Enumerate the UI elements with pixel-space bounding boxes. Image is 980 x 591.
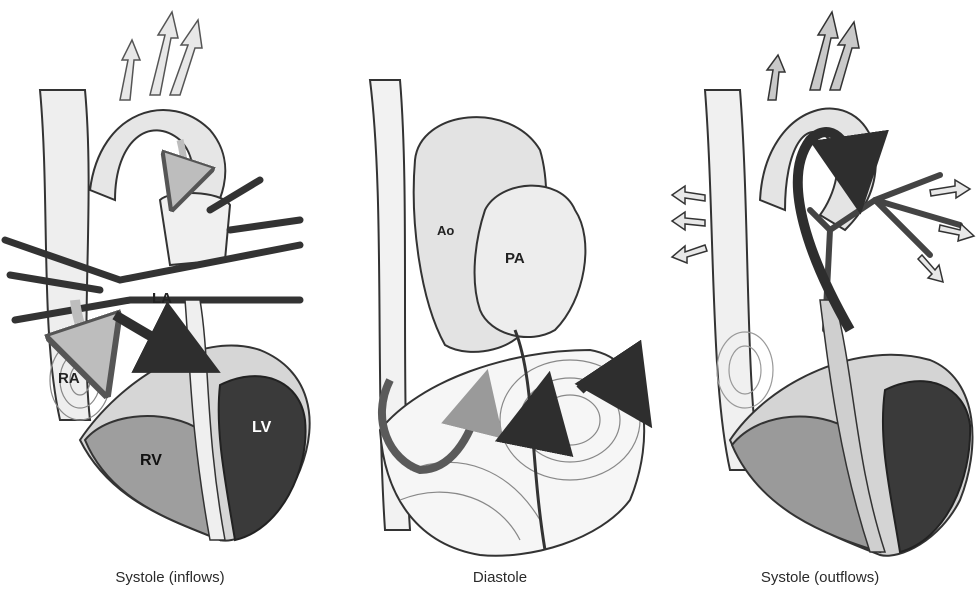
outflow-arrows-top <box>767 12 859 100</box>
label-la: LA <box>152 290 172 307</box>
great-vessel-arrows <box>120 12 202 100</box>
outflow-arrows-right <box>918 180 974 282</box>
caption-diastole: Diastole <box>473 569 527 586</box>
label-ao: Ao <box>437 223 454 238</box>
panel-systole-inflows: RA LA RV LV Systole (inflows) <box>0 0 320 591</box>
panel-systole-outflows: Systole (outflows) <box>660 0 980 591</box>
caption-systole-inflows: Systole (inflows) <box>115 569 224 586</box>
left-ventricle <box>219 376 306 540</box>
pulmonary-artery <box>475 186 586 337</box>
left-ventricle <box>883 381 970 552</box>
panel-diastole: Ao PA Diastole <box>330 0 660 591</box>
label-pa: PA <box>505 250 525 267</box>
label-lv: LV <box>252 419 272 436</box>
heart-illustration-outflows <box>660 0 980 560</box>
label-ra: RA <box>58 370 80 387</box>
label-rv: RV <box>140 452 162 469</box>
inflow-arrow-la <box>115 315 185 355</box>
heart-illustration-diastole: Ao PA <box>330 0 660 560</box>
outflow-arrows-left <box>672 186 707 263</box>
heart-illustration-inflows: RA LA RV LV <box>0 0 320 560</box>
caption-systole-outflows: Systole (outflows) <box>761 569 879 586</box>
inflow-arrow-aorta <box>180 140 184 185</box>
